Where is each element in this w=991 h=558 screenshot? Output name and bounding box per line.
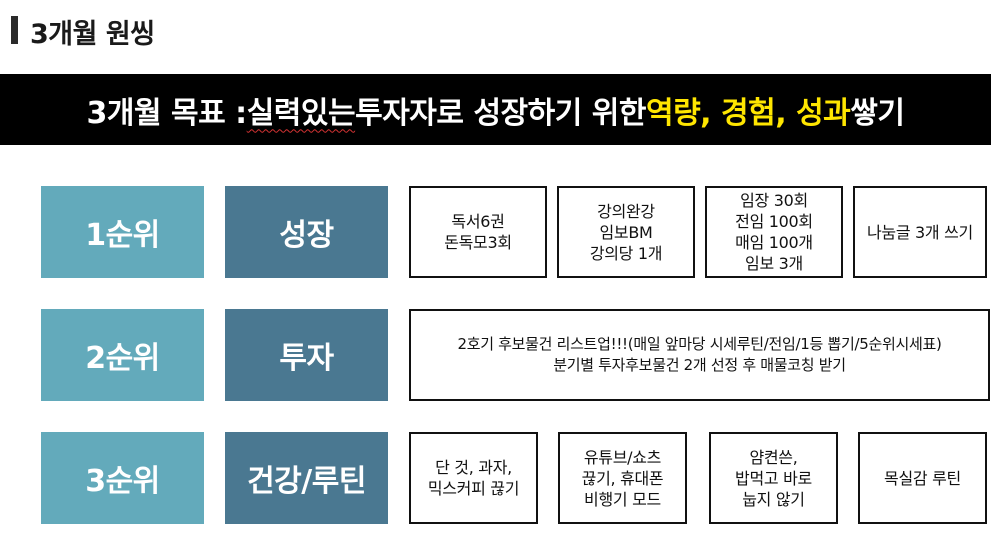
goal-line: 얌켠쓴, bbox=[749, 447, 798, 467]
page-title: 3개월 원씽 bbox=[30, 19, 155, 50]
goal-box: 2호기 후보물건 리스트업!!!(매일 앞마당 시세루틴/전임/1등 뽑기/5순… bbox=[409, 309, 990, 401]
goal-banner: 3개월 목표 : 실력있는 투자자로 성장하기 위한 역량, 경험, 성과 쌓기 bbox=[0, 74, 991, 145]
goal-line: 믹스커피 끊기 bbox=[427, 479, 520, 498]
goal-line: 전임 100회 bbox=[735, 212, 813, 231]
header-accent-bar bbox=[11, 16, 18, 44]
goal-line: 강의당 1개 bbox=[589, 243, 663, 263]
rank-cell: 1순위 bbox=[41, 186, 204, 278]
goal-line: 눕지 않기 bbox=[742, 489, 805, 509]
goal-line: 분기별 투자후보물건 2개 선정 후 매물코칭 받기 bbox=[553, 356, 846, 374]
goal-box: 강의완강 임보BM 강의당 1개 bbox=[557, 186, 695, 278]
goal-box: 독서6권 돈독모3회 bbox=[409, 186, 547, 278]
priority-row-2: 2순위 투자 2호기 후보물건 리스트업!!!(매일 앞마당 시세루틴/전임/1… bbox=[0, 309, 991, 401]
goal-line: 비행기 모드 bbox=[584, 489, 661, 509]
goal-line: 나눔글 3개 쓰기 bbox=[867, 222, 973, 242]
goal-line: 독서6권 bbox=[451, 212, 505, 231]
goal-line: 2호기 후보물건 리스트업!!!(매일 앞마당 시세루틴/전임/1등 뽑기/5순… bbox=[457, 335, 942, 353]
banner-middle: 투자자로 성장하기 위한 bbox=[355, 95, 646, 131]
goal-line: 임장 30회 bbox=[740, 191, 808, 210]
priority-row-1: 1순위 성장 독서6권 돈독모3회 강의완강 임보BM 강의당 1개 임장 30… bbox=[0, 186, 991, 278]
banner-highlight: 역량, 경험, 성과 bbox=[645, 95, 851, 131]
goal-box: 임장 30회 전임 100회 매임 100개 임보 3개 bbox=[705, 186, 843, 278]
goal-box: 나눔글 3개 쓰기 bbox=[853, 186, 987, 278]
banner-suffix: 쌓기 bbox=[850, 95, 905, 131]
banner-prefix: 3개월 목표 : bbox=[86, 95, 248, 131]
priority-row-3: 3순위 건강/루틴 단 것, 과자, 믹스커피 끊기 유튜브/쇼츠 끊기, 휴대… bbox=[0, 432, 991, 524]
goal-line: 목실감 루틴 bbox=[884, 468, 961, 488]
goal-line: 돈독모3회 bbox=[444, 233, 512, 252]
goal-line: 유튜브/쇼츠 bbox=[583, 447, 662, 467]
rank-cell: 3순위 bbox=[41, 432, 204, 524]
category-cell: 건강/루틴 bbox=[225, 432, 388, 524]
category-cell: 성장 bbox=[225, 186, 388, 278]
goal-box: 단 것, 과자, 믹스커피 끊기 bbox=[409, 432, 538, 524]
goal-line: 밥먹고 바로 bbox=[735, 468, 812, 488]
goal-box: 유튜브/쇼츠 끊기, 휴대폰 비행기 모드 bbox=[558, 432, 687, 524]
goal-line: 단 것, 과자, bbox=[435, 458, 512, 477]
goal-box: 목실감 루틴 bbox=[858, 432, 987, 524]
goal-line: 매임 100개 bbox=[735, 233, 813, 252]
goal-box: 얌켠쓴, 밥먹고 바로 눕지 않기 bbox=[709, 432, 838, 524]
goal-line: 강의완강 bbox=[597, 201, 655, 221]
category-cell: 투자 bbox=[225, 309, 388, 401]
banner-underlined-word: 실력있는 bbox=[246, 95, 356, 131]
goal-line: 임보 3개 bbox=[745, 254, 803, 273]
goal-line: 임보BM bbox=[599, 222, 653, 242]
rank-cell: 2순위 bbox=[41, 309, 204, 401]
goal-line: 끊기, 휴대폰 bbox=[581, 468, 664, 488]
